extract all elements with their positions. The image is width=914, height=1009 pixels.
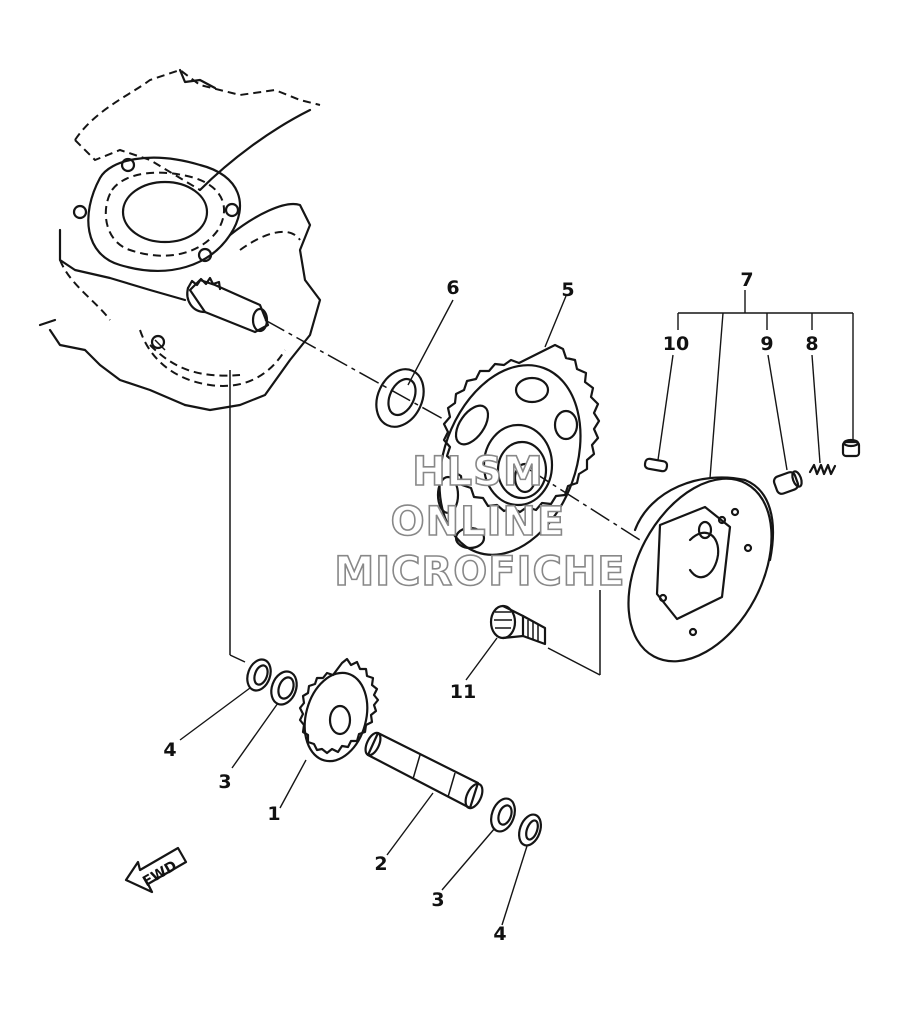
callout-7: 7 [740,269,753,291]
fwd-label: FWD [140,858,180,890]
bolt-part-11 [489,604,547,646]
callout-2: 2 [374,853,387,875]
callout-3-upper: 3 [218,771,231,793]
crankcase-outline [38,68,322,412]
assembly-center-lines [229,319,641,676]
callout-3-lower: 3 [431,889,444,911]
callout-9: 9 [760,333,773,355]
forward-direction-arrow: FWD [124,846,188,894]
circlip-part-4b [518,813,542,847]
washer-part-3b [490,797,516,833]
watermark-line-1: HLSM [412,449,544,495]
callout-4-lower: 4 [493,923,506,945]
watermark: HLSM ONLINE MICROFICHE [334,448,626,596]
callout-4-upper: 4 [163,739,176,761]
callout-11: 11 [450,681,476,703]
spring-part-8 [808,463,837,476]
roller-part-10 [643,457,669,473]
starter-clutch-part-7 [627,476,774,663]
shaft-part-2 [364,731,484,810]
washer-part-3a [270,670,298,706]
callout-5: 5 [561,279,574,301]
callout-1: 1 [267,803,280,825]
plunger-part-9 [772,470,803,495]
cap-part [841,438,861,458]
callout-leaders [179,290,854,926]
callout-10: 10 [663,333,689,355]
watermark-line-3: MICROFICHE [334,549,625,595]
callout-8: 8 [805,333,818,355]
idler-gear-part-1 [298,657,380,763]
watermark-line-2: ONLINE [391,499,566,545]
washer-part-6 [375,368,425,428]
circlip-part-4a [246,658,272,692]
callout-6: 6 [446,277,459,299]
callout-numbers: 6 5 7 10 9 8 11 4 3 1 2 3 4 [163,269,818,945]
starter-wheel-gear-part-5 [436,343,601,556]
